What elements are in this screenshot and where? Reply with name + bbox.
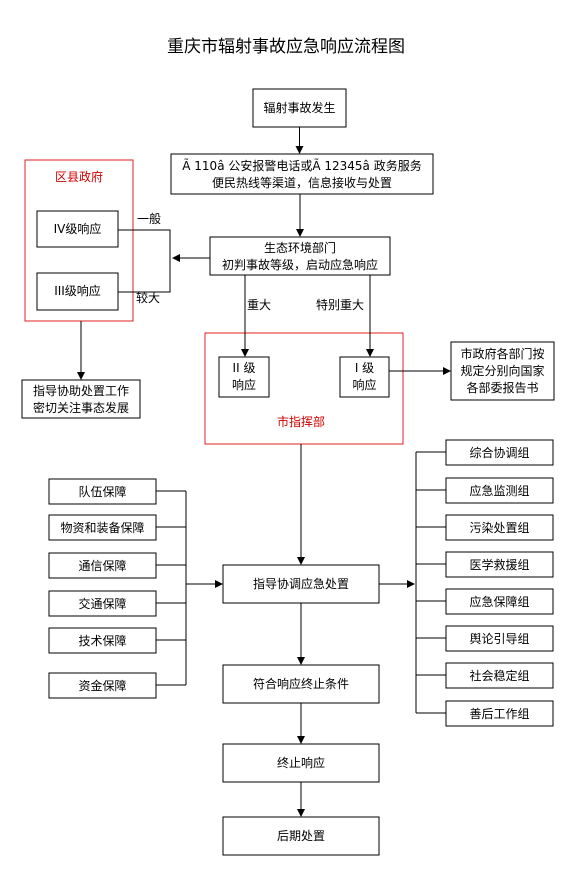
working-groups: 综合协调组 应急监测组 污染处置组 医学救援组 应急保障组 舆论引导组 社会稳定… — [445, 439, 554, 727]
report-box — [450, 341, 555, 401]
aftermath-label: 后期处置 — [277, 829, 325, 843]
work-group-label: 医学救援组 — [469, 557, 529, 572]
district-guide-box — [21, 379, 141, 419]
support-box — [48, 590, 157, 617]
work-group-label: 舆论引导组 — [469, 631, 529, 646]
level3-label: III级响应 — [54, 283, 101, 298]
edge-label-general: 一般 — [137, 211, 161, 226]
terminate-box — [222, 743, 380, 783]
support-label: 资金保障 — [78, 678, 126, 693]
edge-label-extra-major: 特别重大 — [316, 297, 364, 312]
edge-label-larger: 较大 — [136, 290, 160, 305]
work-group-box — [445, 588, 554, 615]
page-title: 重庆市辐射事故应急响应流程图 — [167, 37, 405, 57]
level3-box — [36, 272, 119, 311]
level2-box — [218, 356, 270, 398]
eco-dept-box — [209, 236, 391, 276]
work-group-label: 应急保障组 — [469, 594, 529, 609]
end-condition-box — [222, 664, 380, 704]
reception-line1: Ã 110â 公安报警电话或Ã 12345â 政务服务 — [182, 158, 421, 173]
support-box — [48, 627, 157, 654]
level1-line1: I 级 — [355, 361, 374, 375]
level4-label: IV级响应 — [54, 221, 102, 236]
support-label: 队伍保障 — [78, 484, 126, 499]
end-condition-label: 符合响应终止条件 — [253, 676, 349, 691]
reception-box — [170, 153, 434, 195]
district-gov-label: 区县政府 — [55, 169, 103, 184]
work-group-label: 污染处置组 — [469, 520, 529, 535]
district-guide-line1: 指导协助处置工作 — [33, 383, 129, 398]
work-group-box — [445, 477, 554, 504]
support-box — [48, 514, 157, 541]
work-group-label: 善后工作组 — [469, 706, 529, 721]
terminate-label: 终止响应 — [277, 755, 325, 770]
work-group-box — [445, 551, 554, 578]
support-label: 通信保障 — [78, 558, 126, 573]
level1-line2: 响应 — [352, 377, 376, 392]
bracket-level4-level3 — [118, 229, 171, 293]
aftermath-box — [222, 816, 380, 856]
eco-dept-line1: 生态环境部门 — [264, 240, 336, 255]
level2-line1: II 级 — [233, 361, 256, 375]
district-guide-line2: 密切关注事态发展 — [33, 400, 129, 415]
report-line1: 市政府各部门按 — [460, 346, 544, 361]
work-group-label: 应急监测组 — [469, 483, 529, 498]
report-line2: 规定分别向国家 — [460, 363, 544, 378]
district-gov-frame — [24, 159, 134, 322]
accident-box — [252, 88, 347, 128]
accident-label: 辐射事故发生 — [263, 100, 335, 115]
city-command-label: 市指挥部 — [277, 414, 325, 429]
work-group-box — [445, 439, 554, 466]
work-group-box — [445, 514, 554, 541]
support-label: 物资和装备保障 — [60, 520, 144, 535]
eco-dept-line2: 初判事故等级，启动应急响应 — [222, 257, 378, 272]
level4-box — [36, 210, 119, 248]
connectors — [77, 127, 451, 817]
work-group-label: 社会稳定组 — [469, 668, 529, 683]
work-group-box — [445, 700, 554, 727]
support-box — [48, 478, 157, 505]
reception-line2: 便民热线等渠道，信息接收与处置 — [212, 175, 392, 190]
work-group-box — [445, 662, 554, 689]
support-label: 技术保障 — [78, 633, 126, 648]
city-command-frame — [204, 332, 404, 445]
level2-line2: 响应 — [232, 377, 256, 392]
work-group-box — [445, 625, 554, 652]
support-label: 交通保障 — [78, 596, 126, 611]
guide-coord-label: 指导协调应急处置 — [253, 576, 349, 591]
level1-box — [339, 356, 390, 398]
report-line3: 各部委报告书 — [466, 380, 538, 395]
work-group-label: 综合协调组 — [469, 445, 529, 460]
edge-label-major: 重大 — [247, 298, 271, 312]
support-groups: 队伍保障 物资和装备保障 通信保障 交通保障 技术保障 资金保障 — [48, 478, 157, 699]
